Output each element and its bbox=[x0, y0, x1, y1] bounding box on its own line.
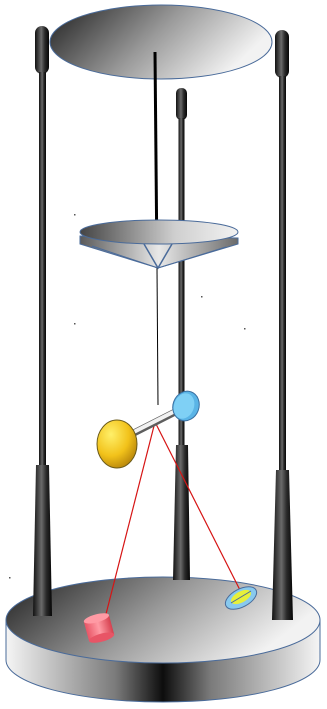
detector bbox=[224, 586, 258, 610]
top-disk bbox=[49, 4, 273, 80]
torsion-fiber-thin bbox=[156, 267, 159, 406]
laser-beams bbox=[104, 421, 244, 619]
left-post bbox=[33, 26, 52, 616]
mirror bbox=[172, 390, 200, 422]
laser-source bbox=[83, 613, 115, 643]
fiber-clamp-hood bbox=[79, 219, 239, 270]
background-specks bbox=[9, 214, 246, 579]
right-post bbox=[272, 30, 293, 620]
center-post bbox=[173, 88, 190, 580]
gold-ball bbox=[96, 419, 138, 469]
